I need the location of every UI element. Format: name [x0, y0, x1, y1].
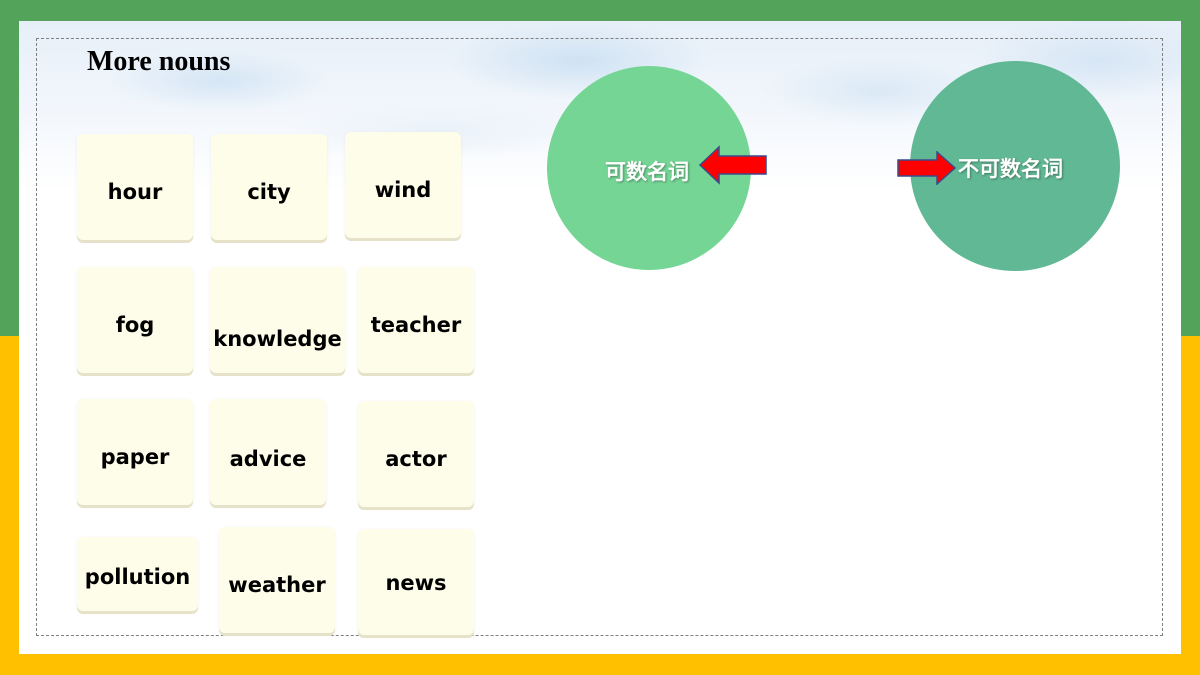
word-card-news[interactable]: news — [358, 529, 474, 635]
word-card-actor[interactable]: actor — [358, 401, 474, 507]
word-card-paper[interactable]: paper — [77, 399, 193, 505]
slide-title: More nouns — [87, 46, 231, 77]
word-card-label: pollution — [84, 565, 191, 589]
slide-canvas: More nouns hour city wind fog knowledge … — [19, 21, 1181, 654]
word-card-label: fog — [115, 313, 155, 337]
word-card-wind[interactable]: wind — [345, 132, 461, 238]
left-arrow-icon — [699, 145, 767, 185]
countable-noun-label: 可数名词 — [605, 160, 689, 184]
word-card-label: knowledge — [213, 327, 342, 351]
dashed-border-frame — [36, 38, 1163, 636]
word-card-label: weather — [228, 573, 326, 597]
word-card-teacher[interactable]: teacher — [358, 267, 474, 373]
word-card-label: actor — [385, 447, 447, 471]
uncountable-noun-label: 不可数名词 — [958, 157, 1063, 181]
word-card-hour[interactable]: hour — [77, 134, 193, 240]
word-card-label: advice — [229, 447, 307, 471]
word-card-label: hour — [107, 180, 163, 204]
word-card-weather[interactable]: weather — [219, 527, 335, 633]
word-card-fog[interactable]: fog — [77, 267, 193, 373]
word-card-advice[interactable]: advice — [210, 399, 326, 505]
right-arrow-icon — [897, 151, 957, 185]
word-card-knowledge[interactable]: knowledge — [210, 267, 345, 373]
word-card-pollution[interactable]: pollution — [77, 537, 198, 611]
word-card-label: news — [385, 571, 447, 595]
word-card-label: city — [247, 180, 291, 204]
word-card-label: teacher — [370, 313, 462, 337]
word-card-city[interactable]: city — [211, 134, 327, 240]
word-card-label: wind — [374, 178, 432, 202]
word-card-label: paper — [100, 445, 170, 469]
